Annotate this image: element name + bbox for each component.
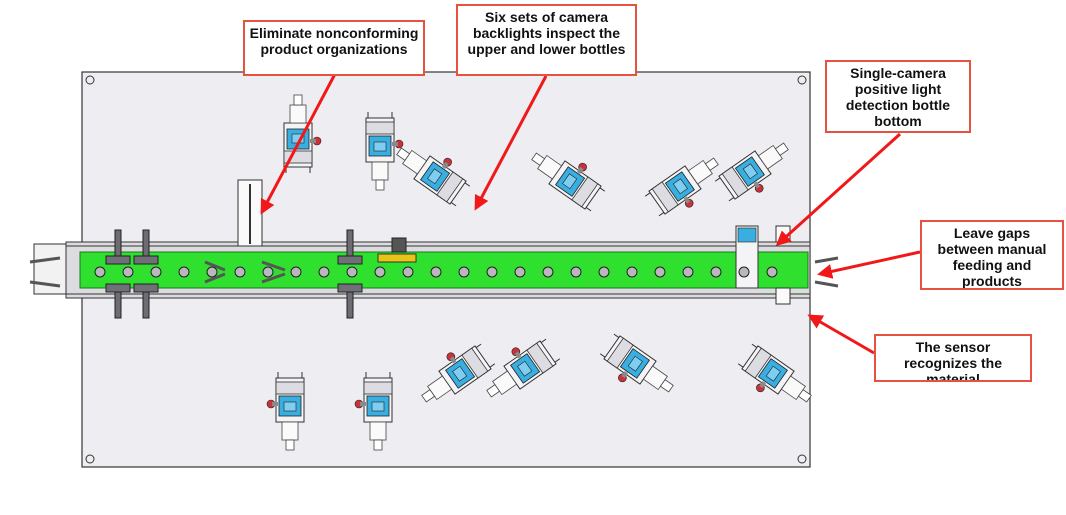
- guide-clamp: [105, 283, 131, 293]
- callout-sensor-text: The sensor recognizes the material: [903, 339, 1003, 382]
- guide-posts: [105, 229, 363, 319]
- roller: [486, 266, 498, 278]
- roller: [402, 266, 414, 278]
- roller: [94, 266, 106, 278]
- roller: [262, 266, 274, 278]
- roller: [206, 266, 218, 278]
- roller: [430, 266, 442, 278]
- callout-leave-gaps-text: Leave gaps between manual feeding and pr…: [937, 225, 1047, 289]
- guide-clamp: [133, 255, 159, 265]
- roller: [346, 266, 358, 278]
- roller: [766, 266, 778, 278]
- guide-post: [346, 229, 354, 259]
- roller: [178, 266, 190, 278]
- roller: [122, 266, 134, 278]
- roller: [654, 266, 666, 278]
- roller: [738, 266, 750, 278]
- roller: [290, 266, 302, 278]
- roller: [514, 266, 526, 278]
- guide-post: [114, 229, 122, 259]
- callout-single-camera-text: Single-camera positive light detection b…: [845, 65, 951, 129]
- callout-six-sets: Six sets of camera backlights inspect th…: [456, 4, 637, 76]
- roller: [682, 266, 694, 278]
- roller: [374, 266, 386, 278]
- conveyor-rollers: [94, 266, 778, 278]
- roller: [626, 266, 638, 278]
- roller: [710, 266, 722, 278]
- guide-clamp: [337, 283, 363, 293]
- callout-eliminate: Eliminate nonconforming product organiza…: [243, 20, 425, 76]
- roller: [234, 266, 246, 278]
- roller: [598, 266, 610, 278]
- callout-arrows: [260, 73, 921, 355]
- roller: [458, 266, 470, 278]
- guide-post: [142, 229, 150, 259]
- roller: [318, 266, 330, 278]
- roller: [150, 266, 162, 278]
- callout-leave-gaps: Leave gaps between manual feeding and pr…: [920, 220, 1064, 290]
- roller: [570, 266, 582, 278]
- guide-clamp: [133, 283, 159, 293]
- callout-eliminate-text: Eliminate nonconforming product organiza…: [249, 25, 419, 57]
- roller: [542, 266, 554, 278]
- callout-sensor: The sensor recognizes the material: [874, 334, 1032, 382]
- guide-clamp: [105, 255, 131, 265]
- callout-six-sets-text: Six sets of camera backlights inspect th…: [467, 9, 626, 57]
- guide-clamp: [337, 255, 363, 265]
- callout-single-camera: Single-camera positive light detection b…: [825, 60, 971, 133]
